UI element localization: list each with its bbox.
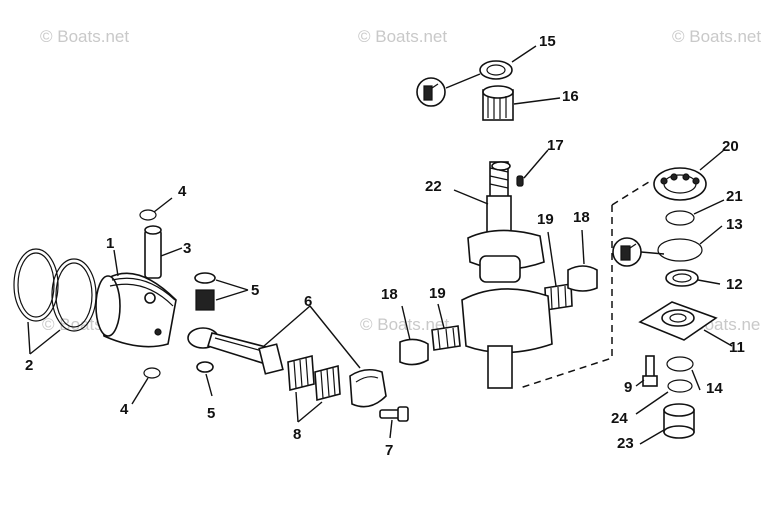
- callout-20: 20: [722, 138, 739, 155]
- o-ring-lower: [666, 356, 694, 372]
- assembly-dash: [611, 179, 653, 206]
- o-ring: [657, 238, 703, 262]
- callout-19: 19: [537, 211, 554, 228]
- housing-screw: [642, 355, 658, 387]
- callout-11: 11: [729, 339, 745, 356]
- watermark: © Boats.net: [40, 27, 129, 46]
- bearing-housing: [638, 301, 718, 341]
- watermark: © Boats.net: [672, 27, 761, 46]
- wrist-pin-bearing: [194, 272, 216, 373]
- callout-16: 16: [562, 88, 579, 105]
- callout-22: 22: [425, 178, 442, 195]
- grease-tube-icon: [612, 237, 642, 267]
- callout-4: 4: [120, 401, 129, 418]
- callout-18: 18: [573, 209, 590, 226]
- callout-18: 18: [381, 286, 398, 303]
- callout-23: 23: [617, 435, 634, 452]
- callout-12: 12: [726, 276, 743, 293]
- oil-seal: [665, 269, 699, 287]
- callout-3: 3: [183, 240, 191, 257]
- rod-bolt: [379, 406, 409, 422]
- seal-lower: [667, 379, 693, 393]
- oil-can-icon: [416, 77, 446, 107]
- callout-13: 13: [726, 216, 743, 233]
- leader-lines: [27, 45, 733, 445]
- callout-7: 7: [385, 442, 393, 459]
- callout-6: 6: [304, 293, 312, 310]
- woodruff-key: [516, 175, 524, 187]
- callout-8: 8: [293, 426, 301, 443]
- callout-15: 15: [539, 33, 556, 50]
- ball-bearing: [653, 167, 707, 201]
- assembly-dash: [519, 205, 613, 389]
- retaining-ring: [143, 367, 161, 379]
- wrist-pin: [144, 225, 162, 279]
- callout-4: 4: [178, 183, 187, 200]
- callout-17: 17: [547, 137, 564, 154]
- callout-9: 9: [624, 379, 632, 396]
- watermark: © Boats.net: [358, 27, 447, 46]
- rod-cap: [349, 368, 387, 408]
- connecting-rod: [187, 327, 284, 375]
- main-bearing-left: [399, 325, 461, 366]
- piston-rings: [13, 248, 97, 332]
- crankshaft: [461, 161, 553, 389]
- retainer-ring: [665, 210, 695, 226]
- callout-21: 21: [726, 188, 743, 205]
- watermark: © Boats.net: [360, 315, 449, 334]
- upper-bearing: [479, 60, 514, 121]
- callout-19: 19: [429, 285, 446, 302]
- callout-5: 5: [207, 405, 215, 422]
- callout-24: 24: [611, 410, 628, 427]
- callout-1: 1: [106, 235, 114, 252]
- rod-bearing-cages: [287, 354, 341, 402]
- callout-2: 2: [25, 357, 33, 374]
- end-cap: [663, 403, 695, 439]
- retaining-ring: [139, 209, 157, 221]
- callout-5: 5: [251, 282, 259, 299]
- main-bearing-right: [544, 265, 598, 311]
- piston: [95, 272, 177, 348]
- callout-14: 14: [706, 380, 723, 397]
